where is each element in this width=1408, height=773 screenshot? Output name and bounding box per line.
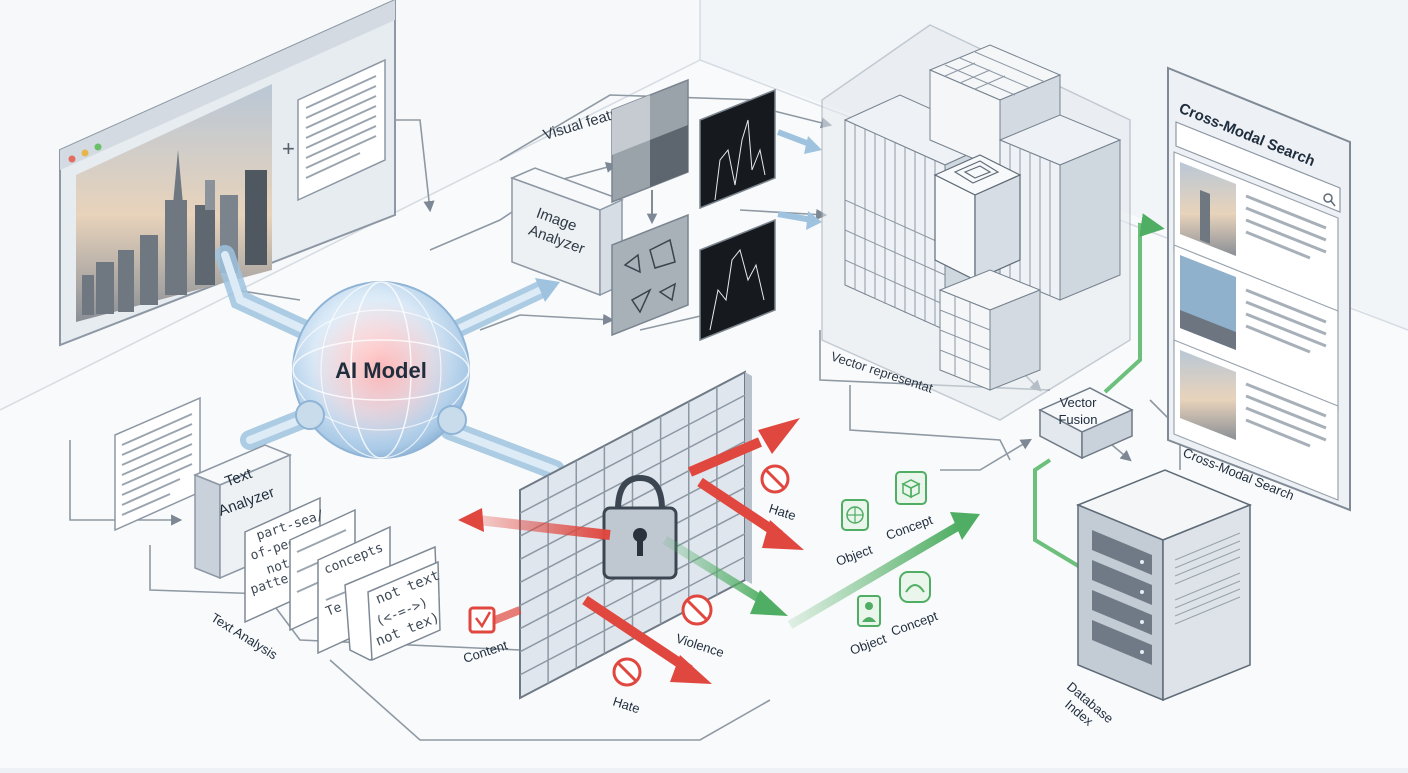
- violence: Violence: [674, 594, 726, 660]
- search-icon[interactable]: [1323, 193, 1333, 203]
- search-input[interactable]: [1175, 121, 1341, 213]
- feature-map-edges-1: [699, 88, 776, 210]
- vector-fusion-label-2: Fusion: [1058, 412, 1097, 427]
- image-analyzer: Image Analyzer: [509, 167, 624, 297]
- text-source-document: [114, 396, 201, 532]
- flow-tubes: [215, 245, 565, 480]
- browser-window: +: [59, 0, 396, 347]
- person-icon: [857, 595, 881, 627]
- feature-map-edges-2: [699, 218, 776, 342]
- text-analyzer: Text Analyzer: [193, 444, 292, 580]
- grid-line: [519, 556, 746, 676]
- text-card-1-line-3: not: [265, 556, 292, 578]
- blocked-arrows: [458, 418, 804, 684]
- flow-arrowhead: [535, 278, 560, 302]
- window-close-dot[interactable]: [68, 155, 76, 163]
- grid-line: [519, 394, 746, 514]
- grid-line: [519, 533, 746, 653]
- text-document-top: [297, 58, 386, 202]
- text-card-4: not text (<-=->) not tex): [344, 545, 442, 662]
- feature-to-vector-arrows: [776, 129, 822, 230]
- search-result-3[interactable]: [1173, 339, 1339, 501]
- vector-fusion-label-1: Vector: [1060, 395, 1098, 410]
- search-result-1[interactable]: [1173, 151, 1339, 319]
- search-result-2[interactable]: [1173, 244, 1339, 413]
- feature-map-shapes: [611, 213, 689, 337]
- ai-model-sphere: AI Model: [292, 281, 470, 459]
- cross-modal-search-panel: Cross-Modal Search Cross-Modal Search: [1167, 66, 1351, 512]
- chat-bubble-icon: [899, 571, 931, 603]
- window-maximize-dot[interactable]: [94, 143, 102, 151]
- blocked-content-icon: [468, 606, 496, 634]
- vector-fusion-box: Vector Fusion: [1038, 387, 1134, 460]
- green-connectors: [1033, 213, 1165, 572]
- text-card-2-line-2: Te: [324, 600, 344, 620]
- ai-model-label: AI Model: [335, 358, 427, 383]
- visual-feature-maps: Visual feature maps: [541, 78, 776, 342]
- connector-lines: [69, 94, 1181, 741]
- plus-sign: +: [282, 136, 295, 161]
- window-minimize-dot[interactable]: [81, 149, 89, 157]
- pass-arrows: [662, 512, 980, 629]
